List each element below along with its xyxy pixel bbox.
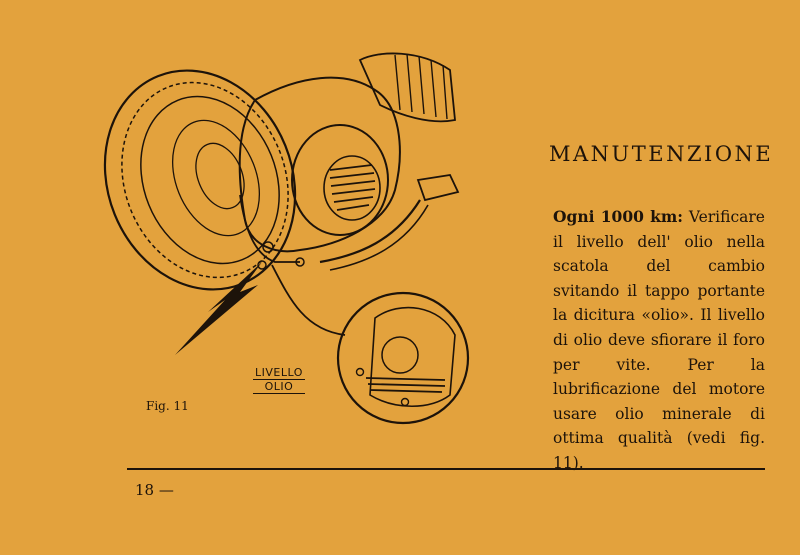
oil-level-callout: LIVELLO OLIO	[253, 366, 305, 394]
cylinder-fins-drawing	[358, 52, 456, 123]
page-number: 18 —	[135, 481, 174, 499]
engine-drawing-svg	[103, 52, 470, 425]
page-title: MANUTENZIONE	[549, 142, 774, 166]
leader-line	[271, 264, 346, 336]
callout-line-2: OLIO	[253, 380, 305, 394]
inset-detail-drawing	[336, 291, 470, 425]
kick-lever-drawing	[319, 174, 460, 271]
engine-body-drawing	[238, 76, 401, 270]
footer-rule	[127, 468, 765, 470]
figure-caption: Fig. 11	[146, 399, 189, 413]
paragraph-lead: Ogni 1000 km:	[553, 207, 684, 226]
paragraph-body: Verificare il livello dell' olio nella s…	[553, 208, 765, 472]
engine-illustration	[95, 40, 475, 440]
callout-line-1: LIVELLO	[253, 366, 305, 380]
maintenance-paragraph: Ogni 1000 km: Verificare il livello dell…	[553, 205, 765, 476]
arrow-icon	[175, 262, 262, 355]
